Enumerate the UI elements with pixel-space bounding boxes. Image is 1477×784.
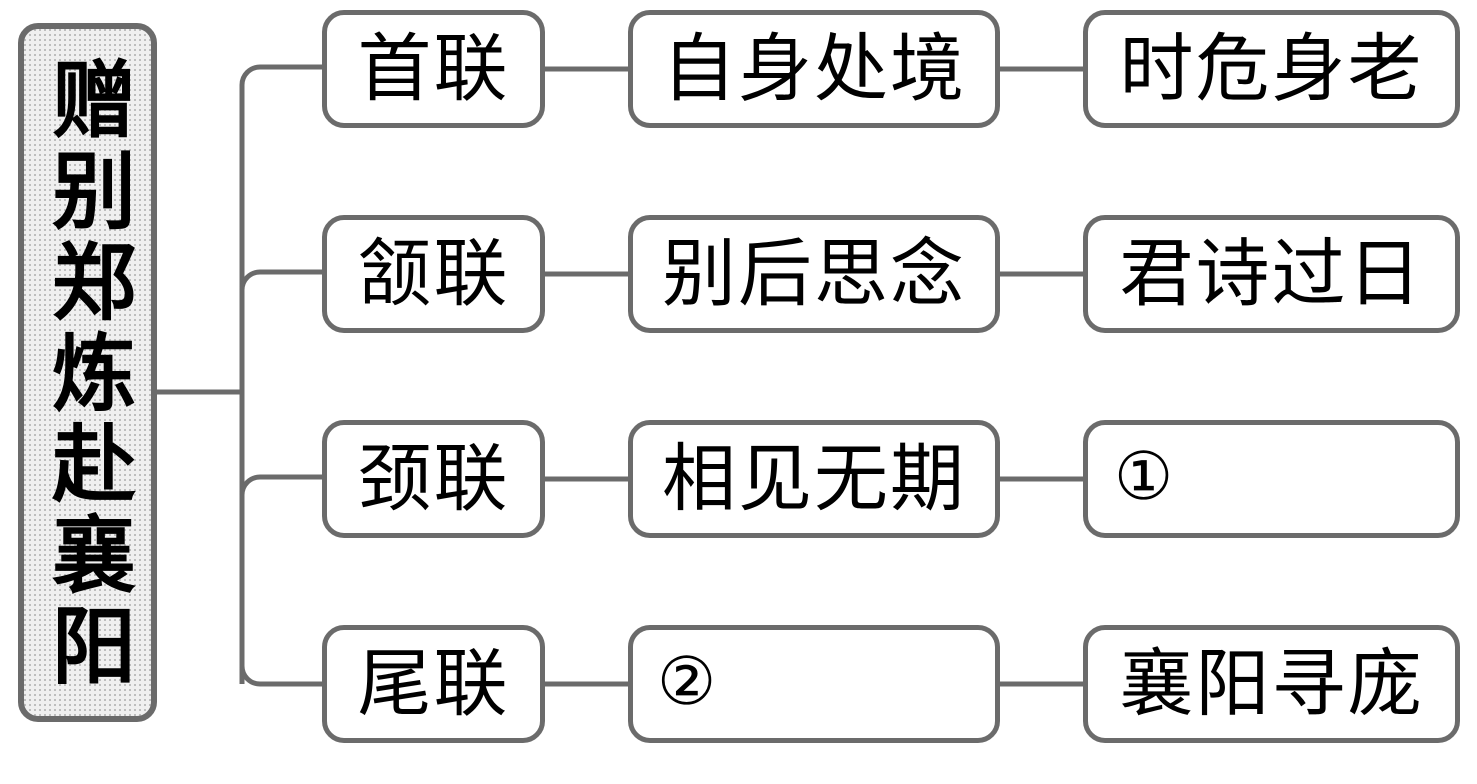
node-row3-level3-blank[interactable]: ①: [1083, 420, 1460, 538]
edge-branch-row3: [239, 474, 322, 496]
node-row4-level3[interactable]: 襄阳寻庞: [1083, 625, 1460, 743]
node-row1-level3[interactable]: 时危身老: [1083, 10, 1460, 128]
blank-marker-2: ②: [657, 643, 719, 720]
node-row1-level2[interactable]: 自身处境: [628, 10, 1000, 128]
node-row3-level2[interactable]: 相见无期: [628, 420, 1000, 538]
node-row4-level1[interactable]: 尾联: [322, 625, 545, 743]
blank-marker-1: ①: [1114, 438, 1176, 515]
root-node[interactable]: 赠别郑炼赴襄阳: [18, 23, 157, 722]
node-row1-level1[interactable]: 首联: [322, 10, 545, 128]
edge-branch-row4: [239, 665, 322, 687]
node-row4-level2-blank[interactable]: ②: [628, 625, 1000, 743]
node-row2-level3[interactable]: 君诗过日: [1083, 215, 1460, 333]
node-row2-level2[interactable]: 别后思念: [628, 215, 1000, 333]
edge-branch-row2: [239, 269, 322, 291]
node-row3-level1[interactable]: 颈联: [322, 420, 545, 538]
edge-branch-row1: [239, 64, 322, 86]
node-row2-level1[interactable]: 颔联: [322, 215, 545, 333]
